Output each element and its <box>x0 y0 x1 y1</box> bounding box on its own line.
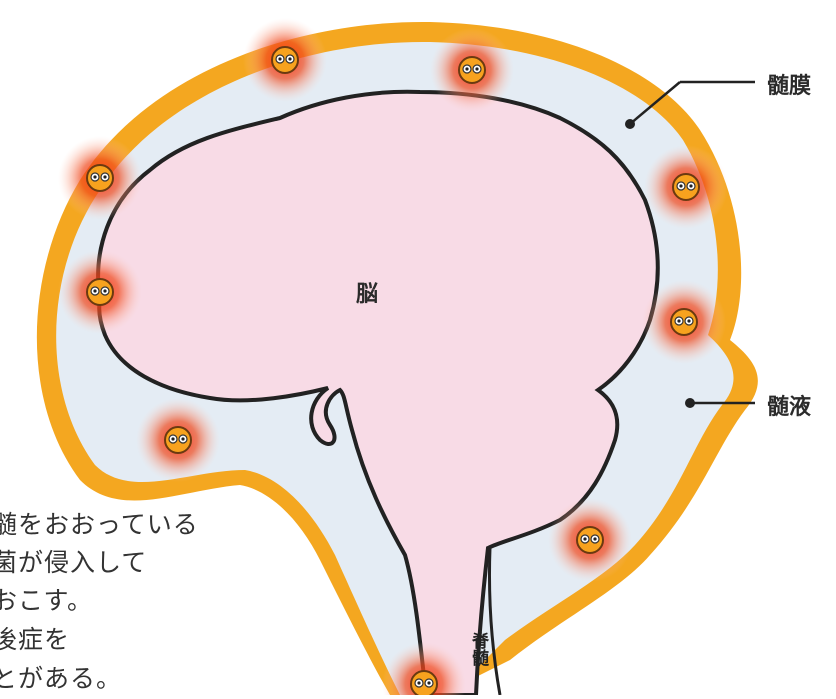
bacteria-icon <box>430 28 514 112</box>
bacteria-icon <box>58 250 142 334</box>
spinal-cord-label: 脊髄 <box>466 632 491 666</box>
csf-label: 髄液 <box>767 389 811 421</box>
bacteria-icon <box>243 18 327 102</box>
caption-line-5: とがある。 <box>0 659 122 695</box>
caption-line-1: 髄をおおっている <box>0 505 199 541</box>
caption-line-4: 後症を <box>0 620 70 656</box>
caption-line-3: おこす。 <box>0 581 93 617</box>
meninges-label: 髄膜 <box>767 68 811 100</box>
bacteria-icon <box>644 145 728 229</box>
bacteria-icon <box>642 280 726 364</box>
bacteria-icon <box>548 498 632 582</box>
caption-line-2: 菌が侵入して <box>0 543 147 579</box>
bacteria-icon <box>58 136 142 220</box>
brain-label: 脳 <box>356 276 378 308</box>
bacteria-icon <box>136 398 220 482</box>
